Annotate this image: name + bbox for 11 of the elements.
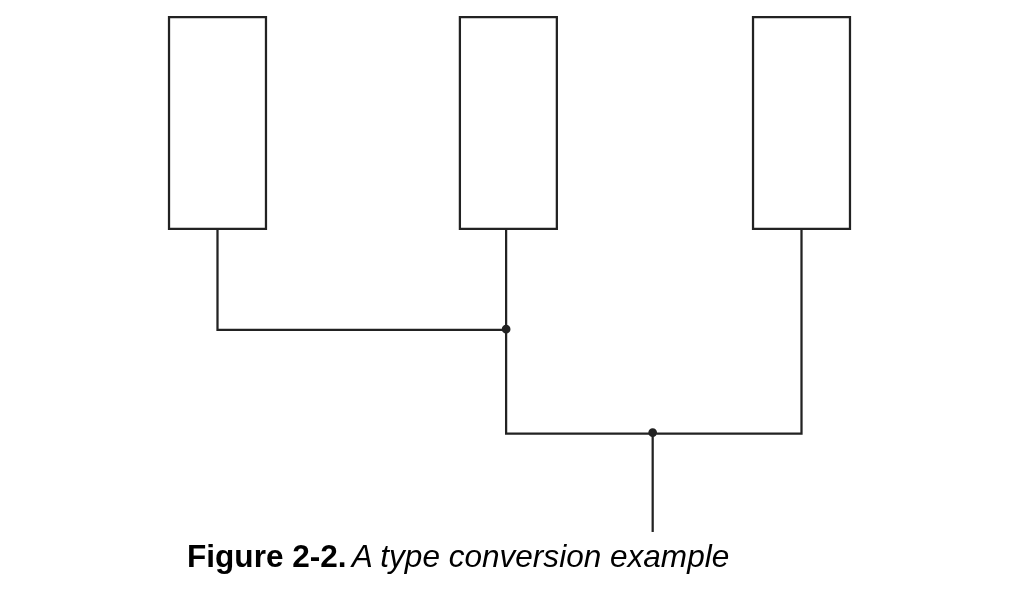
connector	[651, 436, 654, 532]
node-point	[501, 324, 510, 334]
node-box	[167, 15, 267, 231]
node-point	[647, 428, 657, 437]
connector	[215, 229, 503, 332]
connector	[655, 229, 803, 435]
node-box	[751, 15, 851, 231]
caption: Figure 2-2. A type conversion example	[186, 538, 729, 575]
node-box	[458, 15, 558, 231]
connector	[504, 229, 507, 326]
connector	[504, 332, 649, 435]
